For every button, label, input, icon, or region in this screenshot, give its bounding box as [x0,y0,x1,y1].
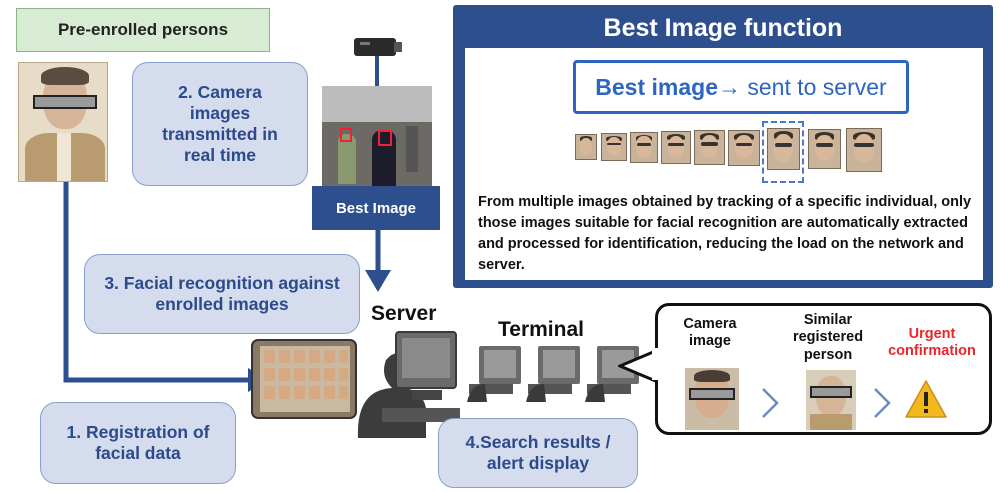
warning-icon [905,380,947,418]
pre-enrolled-photo [18,62,108,182]
face-thumbnail [808,129,841,169]
security-camera-icon [354,38,402,56]
pre-enrolled-label: Pre-enrolled persons [16,8,270,52]
best-face-selection [762,121,804,183]
chevron-right-icon [762,388,779,418]
facial-recognition-callout: 3. Facial recognition against enrolled i… [84,254,360,334]
registration-callout: 1. Registration of facial data [40,402,236,484]
best-face-thumbnail [767,128,800,170]
face-thumbnail [575,134,597,160]
camera-scene-photo [322,86,432,186]
best-image-title: Best Image function [603,13,843,42]
camera-images-callout: 2. Camera images transmitted in real tim… [132,62,308,186]
face-thumbnail [601,133,627,161]
face-thumbnail [694,130,725,165]
face-thumbnail [728,130,760,166]
urgent-label: Urgent confirmation [888,326,976,360]
terminal-computer-icon [585,346,639,402]
best-image-sent-box: Best image → sent to server [573,60,909,114]
terminal-computer-icon [467,346,521,402]
terminal-label: Terminal [498,318,584,341]
camera-image-label: Camera image [683,316,737,350]
terminal-computer-icon [526,346,580,402]
face-thumbnail [630,132,658,163]
terminal-panel-pointer-mask [652,348,662,380]
best-image-label: Best Image [312,186,440,230]
face-thumbnail [846,128,882,172]
search-results-callout: 4.Search results / alert display [438,418,638,488]
similar-person-label: Similar registered person [792,312,864,363]
best-image-description: From multiple images obtained by trackin… [478,194,972,274]
camera-image-face [685,368,739,430]
similar-person-face [806,370,856,430]
server-computer-icon [357,331,460,438]
chevron-right-icon [874,388,891,418]
server-label: Server [371,302,437,325]
face-database-screen [251,339,357,419]
registration-arrow [63,182,248,383]
face-thumbnail [661,131,691,164]
best-image-bold: Best image [595,73,718,100]
server-arrowhead [365,270,391,292]
best-image-sent-text: → sent to server [717,73,887,100]
